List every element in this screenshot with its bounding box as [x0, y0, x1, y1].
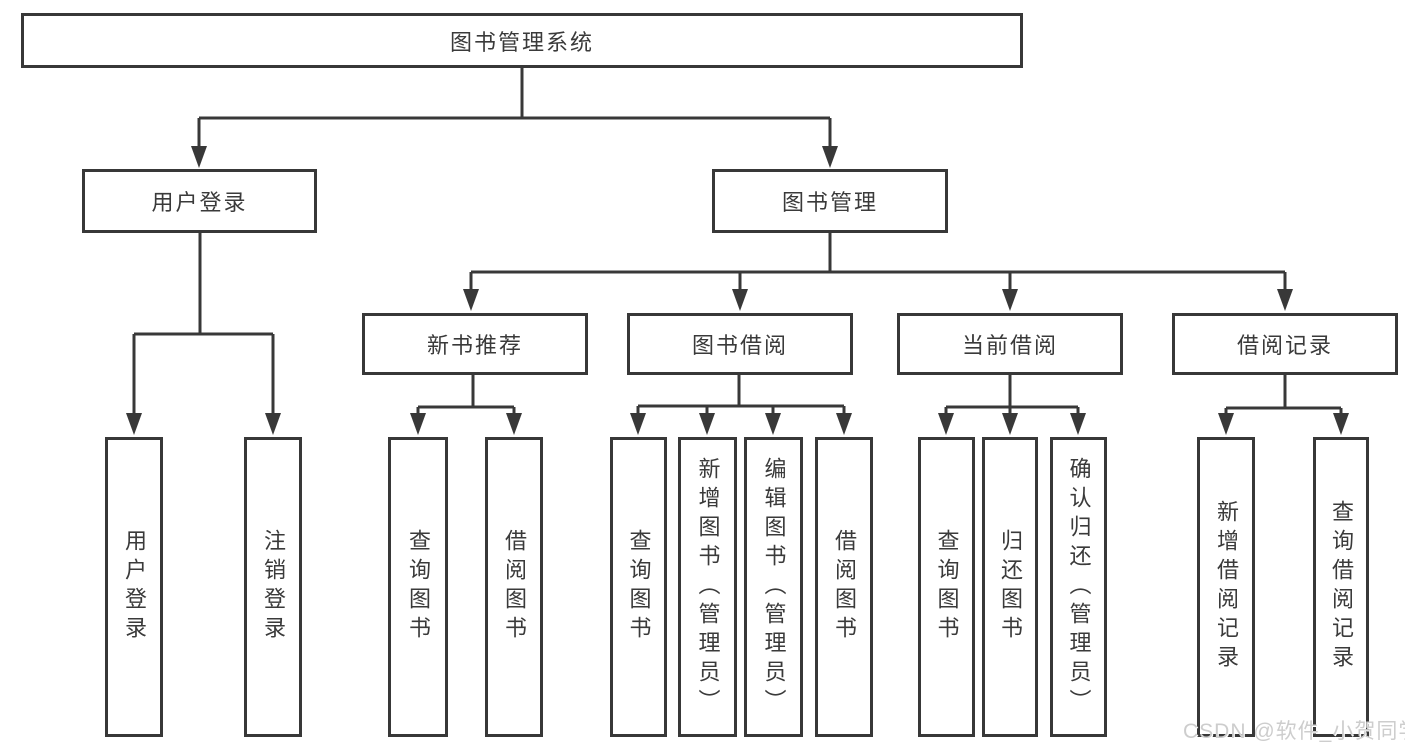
node-leaf-cb-confirm-return-admin: 确认归还（管理员） [1050, 437, 1107, 737]
node-borrow-records: 借阅记录 [1172, 313, 1398, 375]
leaf-label: 编辑图书（管理员） [761, 456, 787, 718]
node-book-borrow-label: 图书借阅 [691, 333, 788, 358]
leaf-label: 新增借阅记录 [1214, 500, 1239, 674]
leaf-label: 查询图书 [406, 529, 431, 645]
leaf-label: 借阅图书 [502, 529, 527, 645]
leaf-label: 查询图书 [626, 529, 652, 645]
leaf-label: 查询借阅记录 [1329, 500, 1354, 674]
node-leaf-bb-add-books-admin: 新增图书（管理员） [678, 437, 737, 737]
node-leaf-br-query-record: 查询借阅记录 [1313, 437, 1369, 737]
node-leaf-cb-query-books: 查询图书 [918, 437, 975, 737]
node-book-management: 图书管理 [712, 169, 948, 233]
node-book-borrow: 图书借阅 [627, 313, 853, 375]
node-root: 图书管理系统 [21, 13, 1023, 68]
leaf-label: 确认归还（管理员） [1066, 456, 1092, 718]
node-new-book-recommend: 新书推荐 [362, 313, 588, 375]
node-leaf-bb-query-books: 查询图书 [610, 437, 667, 737]
node-leaf-cb-return-books: 归还图书 [982, 437, 1038, 737]
node-leaf-user-login: 用户登录 [105, 437, 163, 737]
leaf-label: 归还图书 [998, 529, 1023, 645]
node-book-management-label: 图书管理 [781, 190, 878, 215]
csdn-watermark: CSDN @软件_小贺同学 [1183, 720, 1405, 743]
node-leaf-bb-borrow-books: 借阅图书 [815, 437, 873, 737]
leaf-label: 查询图书 [934, 529, 960, 645]
node-leaf-nbr-query-books: 查询图书 [388, 437, 448, 737]
node-leaf-nbr-borrow-books: 借阅图书 [485, 437, 543, 737]
node-new-book-recommend-label: 新书推荐 [426, 333, 523, 358]
node-leaf-logout: 注销登录 [244, 437, 302, 737]
leaf-label: 新增图书（管理员） [695, 456, 721, 718]
leaf-label: 借阅图书 [832, 529, 857, 645]
leaf-label: 用户登录 [122, 529, 147, 645]
node-leaf-br-add-record: 新增借阅记录 [1197, 437, 1255, 737]
node-borrow-records-label: 借阅记录 [1236, 333, 1333, 358]
node-user-login: 用户登录 [82, 169, 317, 233]
node-user-login-label: 用户登录 [151, 190, 248, 215]
leaf-label: 注销登录 [261, 529, 286, 645]
node-root-label: 图书管理系统 [449, 29, 594, 55]
node-leaf-bb-edit-books-admin: 编辑图书（管理员） [744, 437, 803, 737]
node-current-borrow: 当前借阅 [897, 313, 1123, 375]
node-current-borrow-label: 当前借阅 [961, 333, 1058, 358]
